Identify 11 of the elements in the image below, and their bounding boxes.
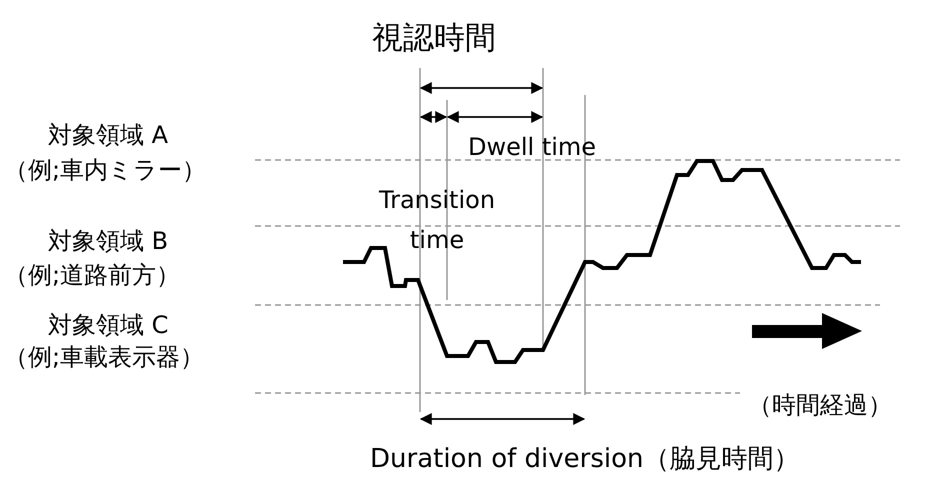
annotation: （時間経過） (748, 390, 892, 420)
axis-label: （例;道路前方） (4, 260, 180, 290)
annotation: Duration of diversion（脇見時間） (370, 443, 800, 476)
axis-label: （例;車内ミラー） (4, 155, 206, 185)
axis-label: 対象領域 A (48, 120, 168, 150)
title: 視認時間 (372, 19, 496, 58)
axis-label: （例;車載表示器） (4, 342, 204, 372)
axis-label: 対象領域 B (48, 226, 168, 256)
axis-label: 対象領域 C (48, 310, 168, 340)
annotation: Transition time (378, 185, 496, 256)
annotation: Dwell time (468, 132, 596, 162)
